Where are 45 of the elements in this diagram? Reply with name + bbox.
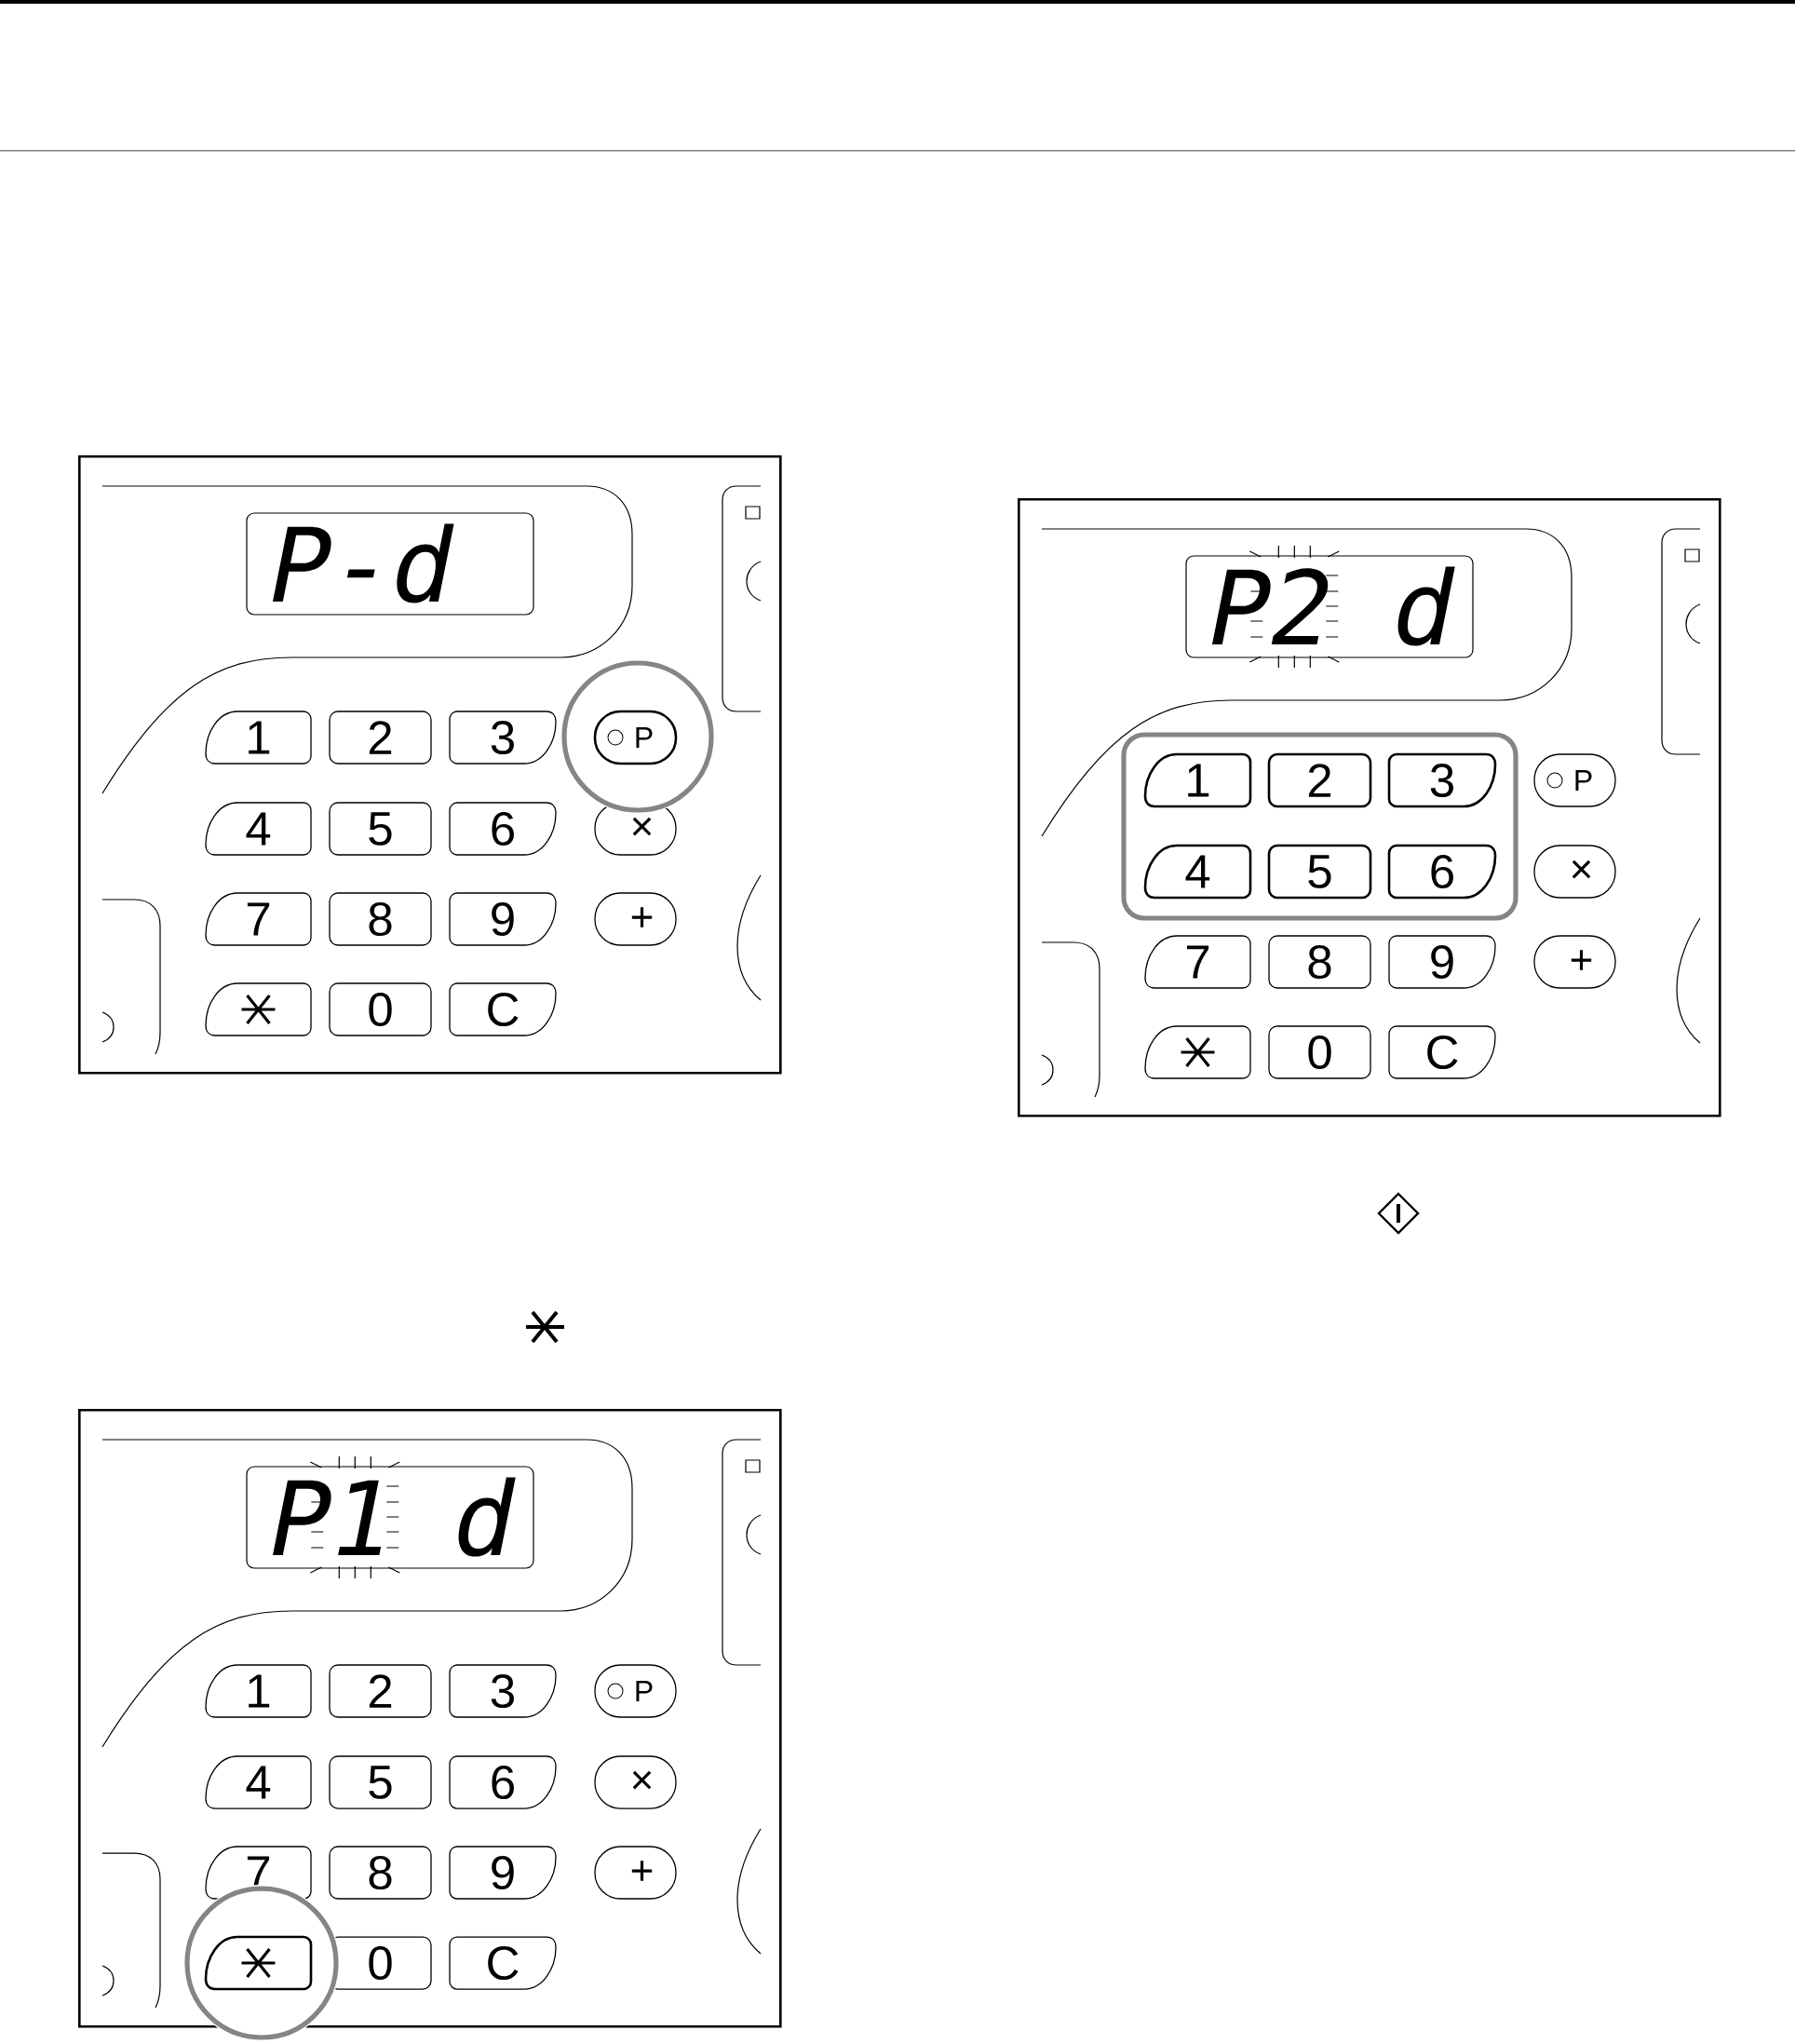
keypad-key: 4 xyxy=(205,802,312,856)
keypad-key: C xyxy=(1388,1025,1496,1079)
keypad-key: 2 xyxy=(329,1664,432,1718)
function-key: + xyxy=(1533,935,1616,989)
keypad-key: 5 xyxy=(329,802,432,856)
function-key: × xyxy=(1533,845,1616,899)
function-key: × xyxy=(594,1755,677,1809)
keypad-key: 0 xyxy=(329,982,432,1036)
keypad-key: 4 xyxy=(205,1755,312,1809)
keypad-key: 9 xyxy=(449,1846,557,1900)
display-screen: P1 d xyxy=(246,1455,534,1579)
keypad-key: 7 xyxy=(205,892,312,946)
keypad-key: 4 xyxy=(1143,844,1252,900)
display-screen: P2 d xyxy=(1185,545,1474,669)
display-screen: P-d xyxy=(246,512,534,616)
keypad-key: C xyxy=(449,1936,557,1990)
keypad-key: 1 xyxy=(205,711,312,765)
function-key: + xyxy=(594,1846,677,1900)
keypad-key: 5 xyxy=(329,1755,432,1809)
keypad-key xyxy=(204,1935,313,1991)
keypad-key: 3 xyxy=(1387,752,1497,808)
keypad-key: 3 xyxy=(449,711,557,765)
keypad-key: 2 xyxy=(329,711,432,765)
keypad-key: 7 xyxy=(1144,935,1251,989)
function-key: + xyxy=(594,892,677,946)
keypad-key: 6 xyxy=(449,802,557,856)
keypad-key: 8 xyxy=(1268,935,1371,989)
keypad-key xyxy=(1144,1025,1251,1079)
keypad-key: 5 xyxy=(1267,844,1372,900)
keypad-key xyxy=(205,982,312,1036)
keypad-key: 9 xyxy=(1388,935,1496,989)
keypad-key: 6 xyxy=(1387,844,1497,900)
keypad-key: 6 xyxy=(449,1755,557,1809)
keypad-key: 8 xyxy=(329,1846,432,1900)
keypad-key: 8 xyxy=(329,892,432,946)
function-key: P xyxy=(1533,753,1616,807)
keypad-key: 1 xyxy=(205,1664,312,1718)
keypad-key: 2 xyxy=(1267,752,1372,808)
function-key: P xyxy=(594,1664,677,1718)
keypad-key: 9 xyxy=(449,892,557,946)
keypad-key: 3 xyxy=(449,1664,557,1718)
keypad-key: 0 xyxy=(1268,1025,1371,1079)
keypad-key: 1 xyxy=(1143,752,1252,808)
keypad-key: C xyxy=(449,982,557,1036)
function-key: P xyxy=(593,710,678,765)
